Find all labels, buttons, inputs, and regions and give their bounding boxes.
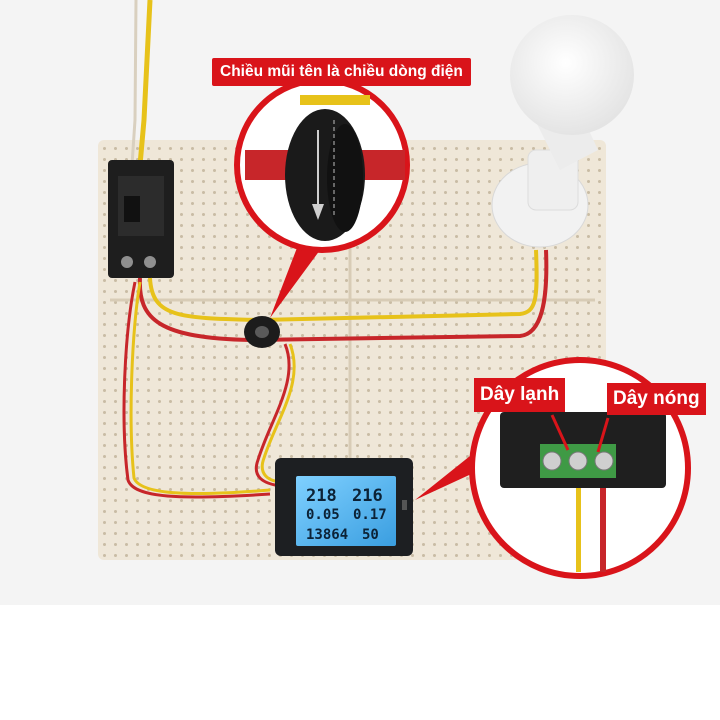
yellow-input-wire bbox=[137, 0, 153, 166]
neutral-wire-label: Dây lạnh bbox=[474, 378, 566, 412]
blank-footer bbox=[0, 605, 720, 720]
lcd-current: 0.05 bbox=[306, 507, 340, 523]
wiring-photo bbox=[0, 0, 720, 605]
arrow-direction-label: Chiều mũi tên là chiều dòng điện bbox=[212, 58, 471, 86]
white-input-wire bbox=[130, 0, 138, 166]
lcd-voltage: 218 bbox=[306, 486, 337, 506]
current-transformer bbox=[244, 316, 280, 348]
live-wire-label: Dây nóng bbox=[607, 383, 706, 415]
circuit-breaker bbox=[108, 160, 174, 278]
power-meter bbox=[275, 458, 413, 556]
lcd-power: 216 bbox=[352, 486, 383, 506]
lcd-frequency: 50 bbox=[362, 527, 379, 543]
lamp bbox=[491, 15, 634, 248]
lcd-power-factor: 0.17 bbox=[353, 507, 387, 523]
lcd-energy: 13864 bbox=[306, 527, 349, 543]
ct-closeup-callout bbox=[234, 77, 410, 318]
